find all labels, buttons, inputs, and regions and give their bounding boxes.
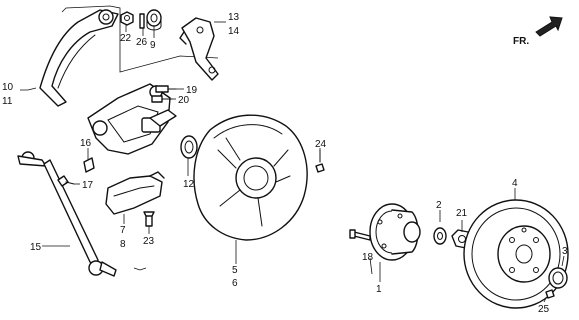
knuckle xyxy=(87,83,177,155)
pin-26 xyxy=(139,13,145,29)
link-rod-15 xyxy=(17,151,117,277)
front-direction-arrow-icon xyxy=(535,16,563,37)
nut-22 xyxy=(120,11,134,26)
bolt-24 xyxy=(315,149,325,173)
callout-18: 18 xyxy=(362,252,374,263)
direction-label: FR. xyxy=(513,36,529,47)
bolt-23 xyxy=(143,211,155,227)
callout-10: 10 xyxy=(2,82,14,93)
callout-24: 24 xyxy=(315,139,327,150)
callout-numbers: 10 11 22 26 9 13 14 19 20 16 17 7 8 23 1… xyxy=(2,12,568,315)
callout-9: 9 xyxy=(150,40,156,51)
callout-3: 3 xyxy=(562,246,568,257)
washer-2 xyxy=(433,227,447,245)
cap-3 xyxy=(548,267,568,289)
backing-plate xyxy=(193,114,308,241)
brake-drum-4 xyxy=(463,199,569,309)
seal-12 xyxy=(180,135,198,159)
callout-11: 11 xyxy=(2,96,13,107)
callout-25: 25 xyxy=(538,304,550,315)
callout-2: 2 xyxy=(436,200,442,211)
callout-6: 6 xyxy=(232,278,238,289)
callout-22: 22 xyxy=(120,33,132,44)
callout-7: 7 xyxy=(120,225,126,236)
bolt-20 xyxy=(151,95,173,103)
screw-25 xyxy=(545,289,555,299)
callout-23: 23 xyxy=(143,236,155,247)
callout-26: 26 xyxy=(136,37,148,48)
callout-13: 13 xyxy=(228,12,240,23)
callout-17: 17 xyxy=(82,180,94,191)
wheel-stud-18 xyxy=(349,229,371,241)
bolt-19 xyxy=(155,85,177,93)
callout-12: 12 xyxy=(183,179,195,190)
hub-1 xyxy=(369,203,421,261)
callout-21: 21 xyxy=(456,208,468,219)
callout-19: 19 xyxy=(186,85,198,96)
assembly-outline xyxy=(61,5,219,73)
callout-16: 16 xyxy=(80,138,92,149)
callout-4: 4 xyxy=(512,178,518,189)
callout-14: 14 xyxy=(228,26,240,37)
bolt-16 xyxy=(83,157,95,173)
bracket-13-14 xyxy=(179,17,219,81)
leader-lines xyxy=(20,21,565,303)
bracket-7-8 xyxy=(105,171,165,215)
callout-1: 1 xyxy=(376,284,382,295)
callout-20: 20 xyxy=(178,95,190,106)
callout-15: 15 xyxy=(30,242,42,253)
upper-control-arm xyxy=(39,9,119,107)
bolt-17 xyxy=(57,175,75,187)
callout-8: 8 xyxy=(120,239,126,250)
callout-5: 5 xyxy=(232,265,238,276)
